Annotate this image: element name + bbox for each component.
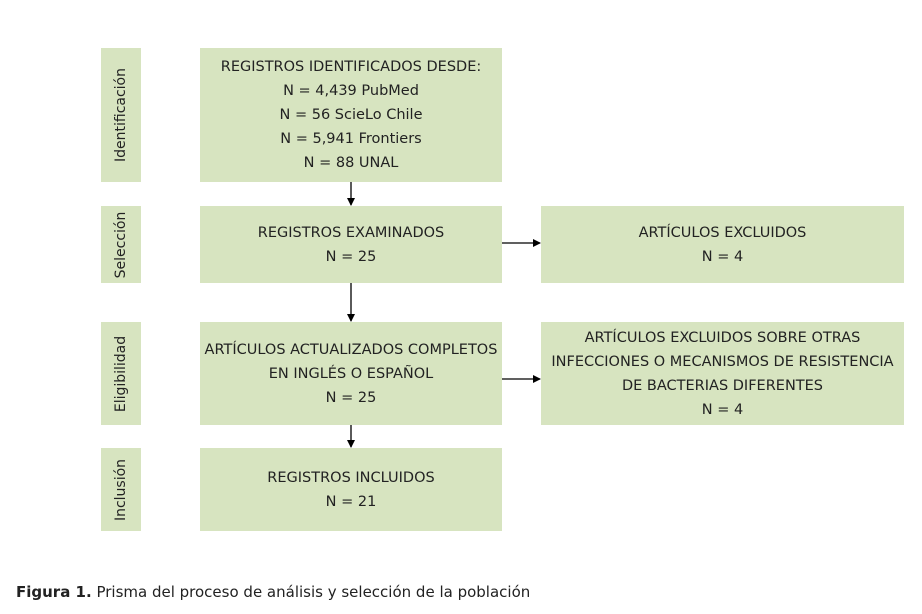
identified-pubmed: N = 4,439 PubMed xyxy=(283,83,419,99)
identified-unal: N = 88 UNAL xyxy=(303,155,399,171)
excluded-other-line-3: DE BACTERIAS DIFERENTES xyxy=(621,377,824,394)
screened-records-box: REGISTROS EXAMINADOS N = 25 xyxy=(200,206,502,283)
eligible-articles-box: ARTÍCULOS ACTUALIZADOS COMPLETOS EN INGL… xyxy=(200,322,502,425)
excluded-articles-title: ARTÍCULOS EXCLUIDOS xyxy=(638,224,807,241)
figure-caption-label: Figura 1. xyxy=(16,583,92,601)
stage-eligibility-label: Eligibilidad xyxy=(113,335,129,412)
excluded-other-infections-box: ARTÍCULOS EXCLUIDOS SOBRE OTRAS INFECCIO… xyxy=(541,322,904,425)
excluded-other-line-2: INFECCIONES O MECANISMOS DE RESISTENCIA xyxy=(551,353,894,370)
stage-inclusion: Inclusión xyxy=(101,448,141,531)
figure-caption-text: Prisma del proceso de análisis y selecci… xyxy=(91,583,531,601)
included-records-title: REGISTROS INCLUIDOS xyxy=(267,469,435,486)
stage-selection-label: Selección xyxy=(113,211,129,278)
identified-records-title: REGISTROS IDENTIFICADOS DESDE: xyxy=(220,59,482,75)
stage-identification: Identificación xyxy=(101,48,141,182)
stage-inclusion-label: Inclusión xyxy=(113,458,129,521)
identified-scielo: N = 56 ScieLo Chile xyxy=(279,107,423,123)
identified-frontiers: N = 5,941 Frontiers xyxy=(280,131,422,147)
excluded-other-count: N = 4 xyxy=(701,401,744,418)
excluded-other-line-1: ARTÍCULOS EXCLUIDOS SOBRE OTRAS xyxy=(584,329,861,346)
included-records-count: N = 21 xyxy=(325,493,377,510)
stage-eligibility: Eligibilidad xyxy=(101,322,141,425)
excluded-articles-box: ARTÍCULOS EXCLUIDOS N = 4 xyxy=(541,206,904,283)
identified-records-box: REGISTROS IDENTIFICADOS DESDE: N = 4,439… xyxy=(200,48,502,182)
screened-records-count: N = 25 xyxy=(325,248,377,265)
screened-records-title: REGISTROS EXAMINADOS xyxy=(257,224,445,241)
included-records-box: REGISTROS INCLUIDOS N = 21 xyxy=(200,448,502,531)
eligible-articles-line-2: EN INGLÉS O ESPAÑOL xyxy=(268,365,434,382)
stage-selection: Selección xyxy=(101,206,141,283)
stage-identification-label: Identificación xyxy=(113,67,129,163)
eligible-articles-line-1: ARTÍCULOS ACTUALIZADOS COMPLETOS xyxy=(204,341,498,358)
eligible-articles-count: N = 25 xyxy=(325,389,377,406)
excluded-articles-count: N = 4 xyxy=(701,248,744,265)
figure-caption: Figura 1. Prisma del proceso de análisis… xyxy=(16,583,530,601)
